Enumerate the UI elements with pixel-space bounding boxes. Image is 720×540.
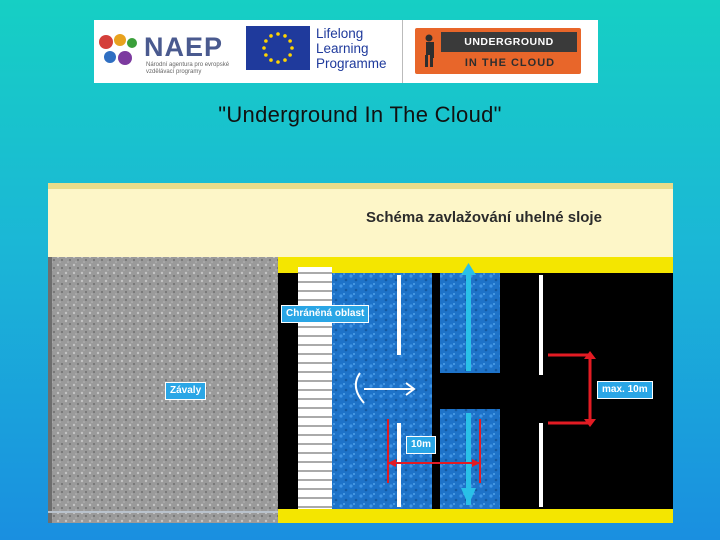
logo-bar: NAEP Národní agentura pro evropské vzděl… xyxy=(94,20,598,83)
width-label: 10m xyxy=(406,436,437,454)
protected-area-label: Chráněná oblast xyxy=(281,305,370,323)
naep-subtitle: Národní agentura pro evropské vzdělávací… xyxy=(146,62,230,75)
coal-seam-irrigation-diagram: Schéma zavlažování uhelné sloje Chráněná… xyxy=(48,183,673,523)
eu-star xyxy=(269,58,273,62)
eu-star xyxy=(283,58,287,62)
diagram-canvas xyxy=(48,183,673,523)
flow-arrow-icon xyxy=(354,372,416,404)
project-logo-line-2: IN THE CLOUD xyxy=(464,57,556,69)
eu-line-2: Learning xyxy=(316,41,369,56)
eu-lifelong-learning-logo: Lifelong Learning Programme xyxy=(246,26,494,78)
water-inflow-arrow-top xyxy=(461,263,476,371)
miner-icon xyxy=(425,34,434,67)
goaf-rock-area xyxy=(48,257,278,523)
diagram-heading: Schéma zavlažování uhelné sloje xyxy=(366,209,602,226)
eu-star xyxy=(269,34,273,38)
eu-line-1: Lifelong xyxy=(316,26,364,41)
naep-wordmark: NAEP xyxy=(144,32,224,62)
borehole-2-upper xyxy=(539,275,543,375)
naep-dots-icon xyxy=(99,34,137,65)
borehole-1-upper xyxy=(397,275,401,355)
slide-title: "Underground In The Cloud" xyxy=(218,102,502,127)
eu-star xyxy=(276,60,280,64)
support-wall xyxy=(298,267,332,509)
eu-star xyxy=(264,39,268,43)
eu-star xyxy=(276,32,280,36)
logo-divider xyxy=(402,20,403,83)
underground-in-the-cloud-logo: UNDERGROUND IN THE CLOUD xyxy=(415,28,581,74)
max-distance-label: max. 10m xyxy=(597,381,653,399)
seam-corridor xyxy=(432,373,512,409)
goaf-label: Závaly xyxy=(165,382,207,400)
borehole-1-lower xyxy=(397,423,401,507)
borehole-2-lower xyxy=(539,423,543,507)
water-inflow-arrow-bottom xyxy=(461,413,476,505)
diagram-header-band xyxy=(48,183,673,257)
project-logo-line-1: UNDERGROUND xyxy=(441,32,577,52)
roof-yellow-band xyxy=(278,257,673,273)
eu-flag-icon xyxy=(246,26,310,70)
eu-star xyxy=(264,53,268,57)
eu-line-3: Programme xyxy=(316,56,387,71)
naep-logo: NAEP Národní agentura pro evropské vzděl… xyxy=(94,20,242,83)
eu-star xyxy=(290,46,294,50)
eu-programme-text: Lifelong Learning Programme xyxy=(316,26,387,71)
eu-star xyxy=(262,46,266,50)
width-marker xyxy=(387,419,481,483)
eu-star xyxy=(288,53,292,57)
floor-yellow-band xyxy=(278,509,673,523)
eu-star xyxy=(283,34,287,38)
eu-star xyxy=(288,39,292,43)
max-distance-marker xyxy=(548,353,592,425)
